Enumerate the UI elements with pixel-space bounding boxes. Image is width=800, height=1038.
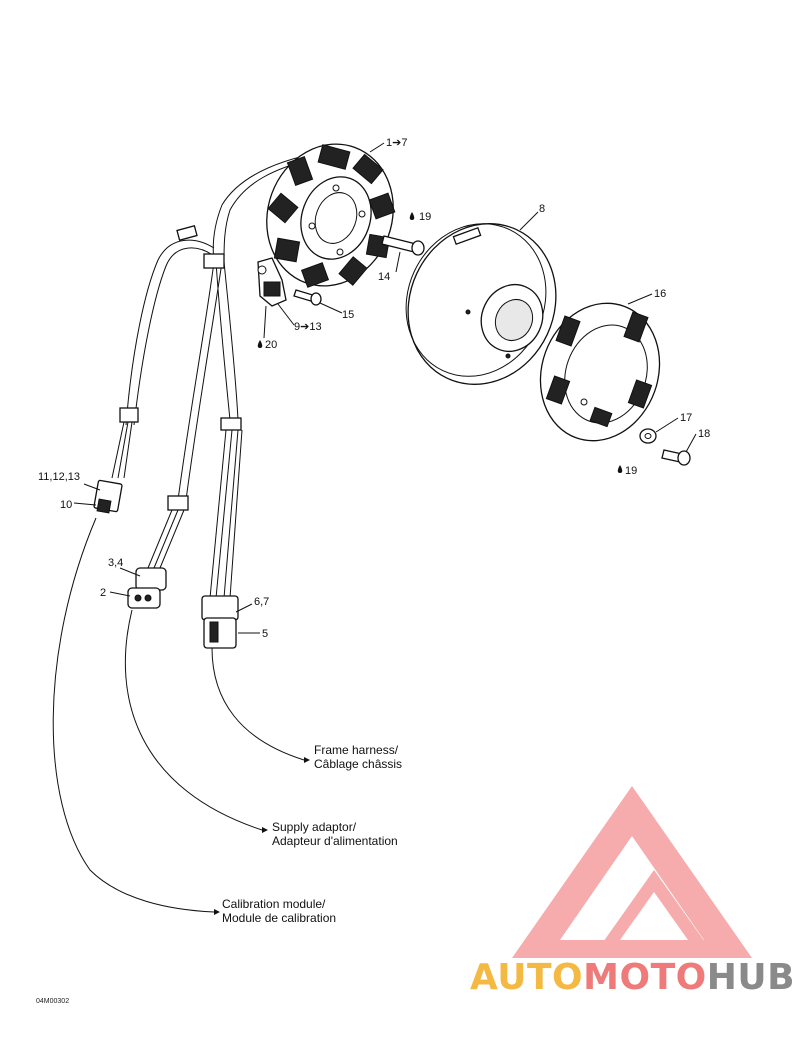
- callout-19a: 19: [419, 211, 431, 223]
- frame-harness-label-en: Frame harness/: [314, 743, 399, 757]
- drop-icon: [409, 212, 415, 220]
- wire-harness: [111, 151, 323, 599]
- calibration-module-label-fr: Module de calibration: [222, 911, 336, 925]
- screw-15: [293, 289, 322, 306]
- callout-15: 15: [342, 309, 354, 321]
- flywheel: [405, 223, 557, 385]
- callout-18: 18: [698, 428, 710, 440]
- drop-icon: [257, 340, 263, 348]
- callout-9-13: 9➔13: [294, 321, 322, 333]
- callout-1-7: 1➔7: [386, 137, 407, 149]
- supply-adaptor-label-fr: Adapteur d'alimentation: [272, 834, 398, 848]
- callout-20: 20: [265, 339, 277, 351]
- ring-gear: [539, 302, 661, 442]
- screw-14: [381, 235, 425, 256]
- watermark-text-moto: MOTO: [583, 957, 707, 998]
- connector-10: [93, 479, 123, 514]
- washer-17: [639, 428, 657, 444]
- callout-5: 5: [262, 628, 268, 640]
- screw-18: [661, 449, 691, 466]
- callout-17: 17: [680, 412, 692, 424]
- trigger-coil-bracket: [257, 257, 287, 307]
- callout-16: 16: [654, 288, 666, 300]
- callout-3-4: 3,4: [108, 557, 123, 569]
- callout-14: 14: [378, 271, 390, 283]
- callout-2: 2: [100, 587, 106, 599]
- callout-19b: 19: [625, 465, 637, 477]
- callout-11-12-13: 11,12,13: [38, 471, 80, 483]
- connector-2: [127, 567, 167, 609]
- drawing-code: 04M00302: [36, 998, 69, 1005]
- callout-8: 8: [539, 203, 545, 215]
- leader-lines: [73, 142, 697, 634]
- watermark-text-auto: AUTO: [470, 957, 583, 998]
- stator: [266, 143, 396, 288]
- callout-10: 10: [60, 499, 72, 511]
- watermark-text-hub: HUB: [707, 957, 795, 998]
- frame-harness-label-fr: Câblage châssis: [314, 757, 402, 771]
- callout-6-7: 6,7: [254, 596, 269, 608]
- destination-labels: Frame harness/ Câblage châssis Supply ad…: [222, 743, 402, 925]
- watermark-text: AUTOMOTOHUB: [470, 957, 795, 998]
- callout-labels: 1➔7 8 19 14 15 9➔13 20 16 17 18 19 11,12…: [38, 137, 710, 640]
- drop-icon: [617, 465, 623, 473]
- connector-5: [201, 595, 239, 649]
- calibration-module-label-en: Calibration module/: [222, 897, 326, 911]
- supply-adaptor-label-en: Supply adaptor/: [272, 820, 357, 834]
- routing-lines: [52, 517, 310, 915]
- watermark-logo: [512, 786, 752, 958]
